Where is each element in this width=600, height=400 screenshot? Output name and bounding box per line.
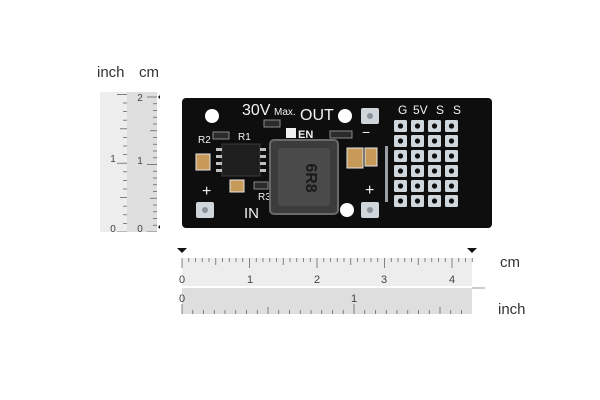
header-pin-hole — [431, 183, 438, 189]
ic-pin — [216, 148, 222, 151]
capacitor — [229, 179, 245, 193]
header-s1-label: S — [436, 103, 444, 117]
header-pin-hole — [414, 183, 421, 189]
header-pin-hole — [414, 138, 421, 144]
header-pin-hole — [448, 138, 455, 144]
horizontal-cm-label: cm — [500, 254, 520, 271]
header-pin-hole — [397, 168, 404, 174]
header-pin-hole — [448, 198, 455, 204]
v-cm-tick-label: 2 — [137, 93, 143, 104]
inch-scale-strip — [100, 92, 127, 232]
header-pin-hole — [397, 198, 404, 204]
header-pin-hole — [414, 153, 421, 159]
cm-scale-strip — [127, 92, 157, 232]
horizontal-ruler: 0 1 2 3 4 0 1 — [177, 248, 485, 314]
header-pin-hole — [448, 153, 455, 159]
ic-pin — [216, 155, 222, 158]
resistor — [263, 119, 281, 128]
v-marker-bottom — [158, 225, 160, 229]
max-label: Max. — [274, 107, 296, 118]
resistor-r3 — [253, 181, 269, 190]
inductor-top — [278, 148, 330, 206]
v-marker-top — [158, 95, 160, 99]
mounting-hole — [338, 109, 352, 123]
cm-scale-strip-h — [182, 258, 472, 286]
header-pin-grid — [394, 120, 458, 207]
r1-label: R1 — [238, 132, 251, 143]
header-pin-hole — [431, 198, 438, 204]
header-s2-label: S — [453, 103, 461, 117]
v-cm-tick-label: 0 — [137, 224, 143, 232]
h-marker-right — [467, 248, 477, 253]
header-pin-hole — [431, 168, 438, 174]
header-pin-hole — [431, 138, 438, 144]
h-inch-tick-label: 0 — [179, 293, 185, 305]
header-g-label: G — [398, 103, 407, 117]
vertical-cm-label: cm — [139, 64, 159, 81]
ic-pin — [260, 169, 266, 172]
ic-pin — [260, 155, 266, 158]
v-inch-tick-label: 0 — [110, 224, 116, 232]
plus-left-label: + — [202, 183, 211, 200]
header-pin-hole — [414, 168, 421, 174]
capacitor — [195, 153, 211, 171]
en-label: EN — [298, 129, 313, 141]
h-cm-tick-label: 3 — [381, 274, 387, 286]
h-cm-tick-label: 2 — [314, 274, 320, 286]
r2-label: R2 — [198, 135, 211, 146]
h-cm-tick-label: 4 — [449, 274, 455, 286]
ic-pin — [216, 162, 222, 165]
ic-pin — [216, 169, 222, 172]
header-pin-hole — [397, 123, 404, 129]
resistor-r2 — [212, 131, 230, 140]
r3-label: R3 — [258, 192, 271, 203]
v-cm-tick-label: 1 — [137, 156, 143, 167]
vertical-ticks — [117, 94, 157, 232]
header-pin-hole — [414, 198, 421, 204]
resistor — [329, 130, 353, 139]
vertical-inch-label: inch — [97, 64, 125, 81]
h-marker-left — [177, 248, 187, 253]
mounting-hole — [205, 109, 219, 123]
ic-pin — [260, 162, 266, 165]
header-pin-hole — [397, 138, 404, 144]
header-pin-hole — [397, 153, 404, 159]
capacitor — [364, 147, 378, 167]
h-inch-tick-label: 1 — [351, 293, 357, 305]
header-pin-hole — [448, 168, 455, 174]
vertical-ruler: 0 1 0 1 2 — [100, 92, 160, 232]
minus-label: − — [362, 124, 370, 140]
header-pin-hole — [431, 123, 438, 129]
capacitor — [346, 147, 364, 169]
header-pin-hole — [414, 123, 421, 129]
ic-pin — [260, 148, 266, 151]
h-cm-tick-label: 1 — [247, 274, 253, 286]
inch-scale-strip-h — [182, 288, 472, 314]
in-label: IN — [244, 205, 259, 222]
header-pin-hole — [431, 153, 438, 159]
out-label: OUT — [300, 107, 334, 124]
voltage-label: 30V — [242, 102, 271, 119]
inductor-marking: 6R8 — [302, 163, 319, 192]
dc-dc-converter-board: 30V Max. OUT R2 R1 EN − + + R3 IN G 5V S… — [182, 98, 492, 228]
ic-chip — [221, 143, 261, 177]
mounting-hole — [340, 203, 354, 217]
horizontal-inch-label: inch — [498, 301, 526, 318]
v-inch-tick-label: 1 — [110, 154, 116, 165]
horizontal-ticks — [181, 258, 473, 314]
plus-right-label: + — [365, 182, 374, 199]
h-cm-tick-label: 0 — [179, 274, 185, 286]
header-5v-label: 5V — [413, 103, 428, 117]
header-pin-hole — [397, 183, 404, 189]
ic-pins — [216, 148, 266, 172]
header-pin-hole — [448, 183, 455, 189]
silkscreen-divider — [385, 146, 388, 202]
en-solder-pad — [286, 128, 296, 138]
header-pin-hole — [448, 123, 455, 129]
